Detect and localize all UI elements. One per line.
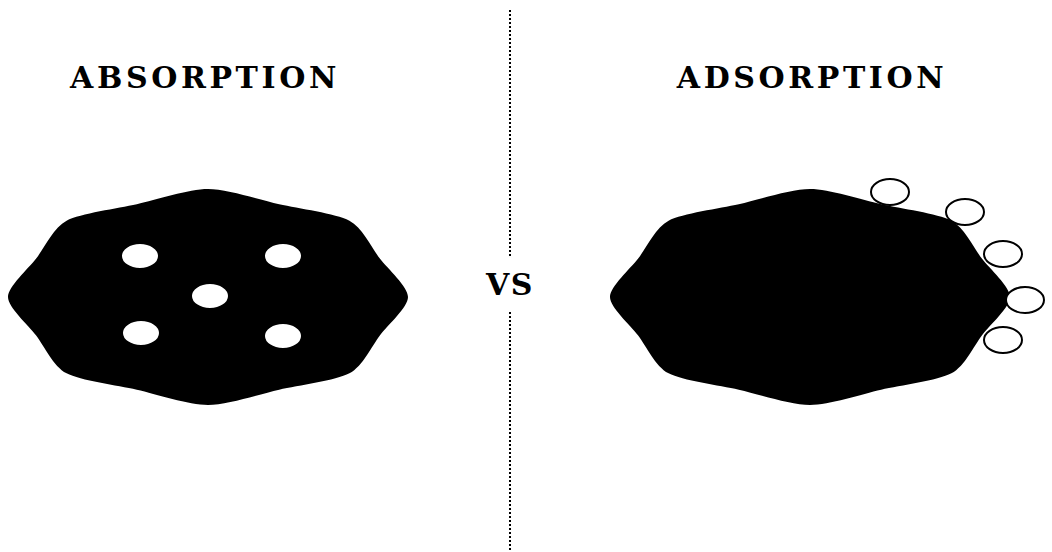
molecule [984,327,1022,353]
molecule [264,243,302,269]
molecule [264,323,302,349]
particle-blob [610,179,1044,405]
heading: ABSORPTION [70,63,340,93]
molecule [1006,287,1044,313]
molecule [191,283,229,309]
heading: ADSORPTION [677,63,948,93]
molecule [121,243,159,269]
solid-body [8,189,408,405]
particle-blob [8,189,408,405]
molecule [946,199,984,225]
molecule [122,320,160,346]
molecule [984,241,1022,267]
molecule [871,179,909,205]
solid-body [610,189,1010,405]
versus-label: VS [486,270,534,300]
